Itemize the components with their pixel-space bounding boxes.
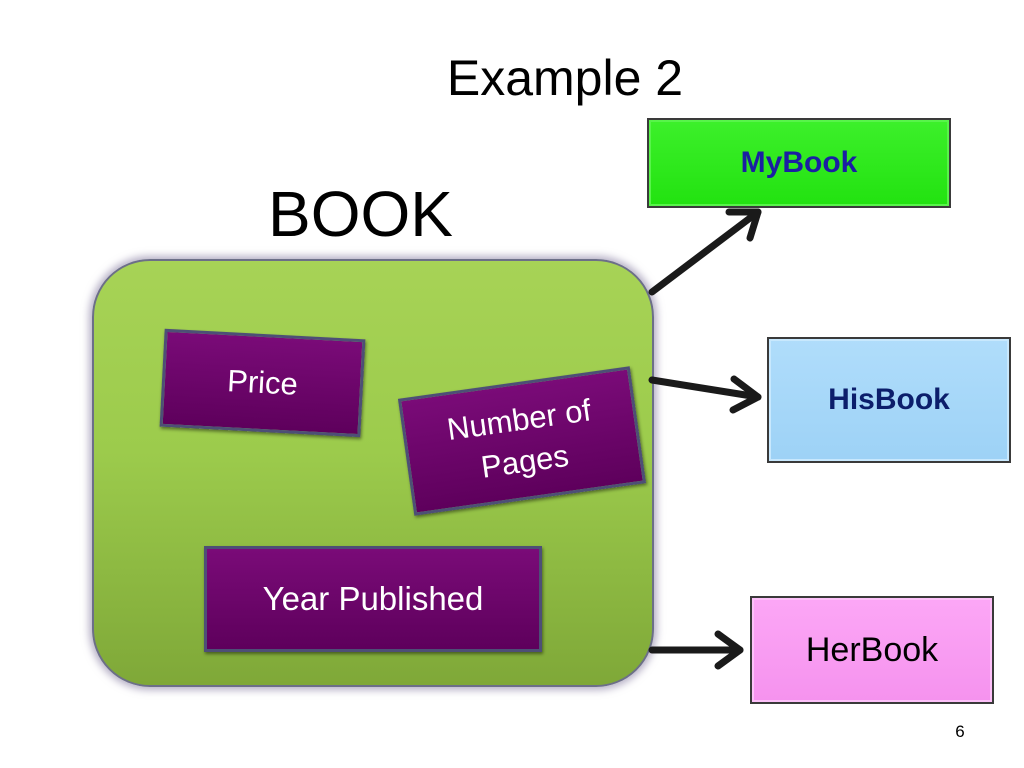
instance-hisbook: HisBook [767,337,1011,463]
instance-mybook: MyBook [647,118,951,208]
class-name: BOOK [268,178,453,250]
arrow-to-herbook [648,630,744,670]
arrow-to-mybook [648,208,762,296]
instance-herbook: HerBook [750,596,994,704]
attribute-year-published: Year Published [204,546,542,652]
arrow-to-hisbook [648,375,762,414]
slide-title: Example 2 [446,50,684,106]
page-number: 6 [955,722,965,741]
